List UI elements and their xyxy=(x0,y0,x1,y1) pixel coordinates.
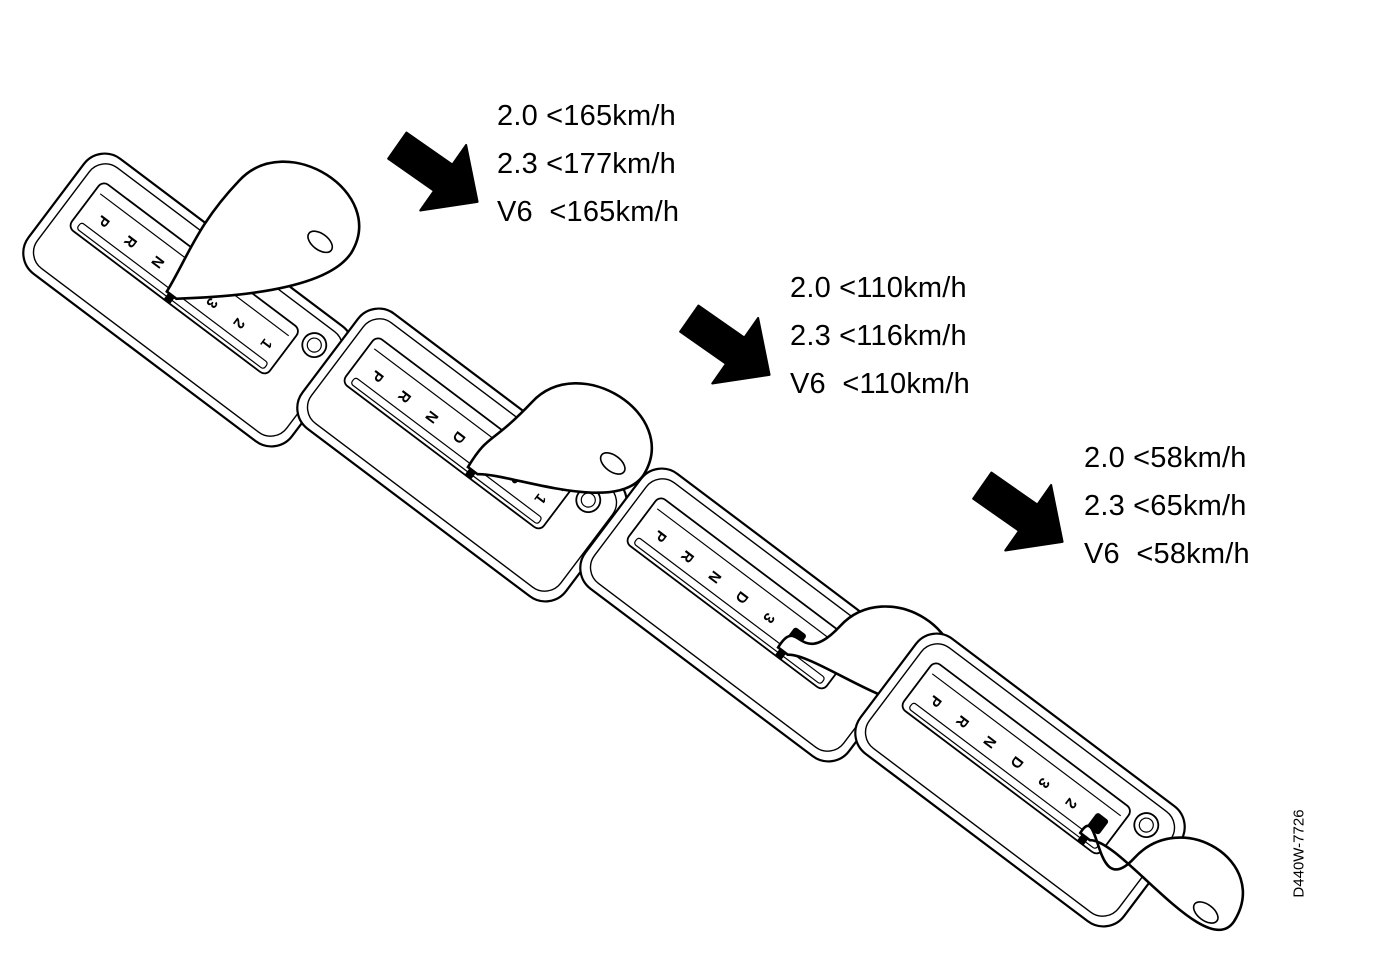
speed-line: V6 <110km/h xyxy=(790,368,970,400)
lever-grip xyxy=(165,160,361,301)
lock-button-ring xyxy=(1138,817,1154,833)
arrow-down-right-icon xyxy=(387,131,479,212)
console-bezel-inner xyxy=(306,318,618,592)
arrow-shape xyxy=(972,471,1064,552)
lever-grip xyxy=(466,382,653,495)
gear-slot xyxy=(351,377,542,524)
lever-button-icon xyxy=(307,230,334,254)
arrow-shape xyxy=(387,131,479,212)
speed-line: V6 <165km/h xyxy=(497,196,680,228)
speed-block-d: 2.0 <165km/h 2.3 <177km/h V6 <165km/h xyxy=(497,92,679,236)
selector-lever xyxy=(1077,824,1244,932)
lock-button-icon xyxy=(1133,812,1160,838)
lock-button-ring xyxy=(306,337,322,353)
speed-line: 2.3 <116km/h xyxy=(790,320,967,352)
arrow-down-right-icon xyxy=(679,304,771,385)
speed-line: 2.0 <110km/h xyxy=(790,272,967,304)
speed-line: 2.0 <165km/h xyxy=(497,100,676,132)
speed-line: 2.3 <177km/h xyxy=(497,148,676,180)
window-edge xyxy=(931,673,1122,817)
speed-block-2: 2.0 <58km/h 2.3 <65km/h V6 <58km/h xyxy=(1084,434,1250,578)
window-edge xyxy=(656,508,847,652)
lever-button-icon xyxy=(599,452,626,475)
speed-line: 2.0 <58km/h xyxy=(1084,442,1247,474)
speed-line: V6 <58km/h xyxy=(1084,538,1250,570)
lever-grip xyxy=(1078,824,1244,932)
selector-lever xyxy=(464,382,653,495)
speed-block-3: 2.0 <110km/h 2.3 <116km/h V6 <110km/h xyxy=(790,264,970,408)
lever-button-icon xyxy=(1192,901,1219,924)
indicator-window xyxy=(901,662,1131,855)
arrow-shape xyxy=(679,304,771,385)
lock-button-ring xyxy=(580,492,596,508)
lock-button-icon xyxy=(301,332,328,358)
selector-lever xyxy=(163,160,361,304)
speed-line: 2.3 <65km/h xyxy=(1084,490,1247,522)
gear-slot xyxy=(634,537,825,684)
figure-code: D440W-7726 xyxy=(1290,809,1308,898)
arrow-down-right-icon xyxy=(972,471,1064,552)
